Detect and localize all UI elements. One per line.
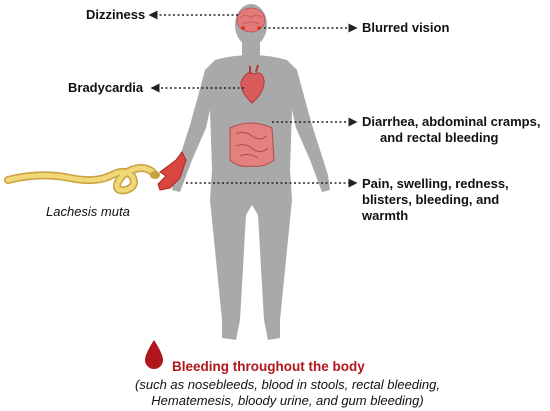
label-gi-line2: and rectal bleeding xyxy=(380,130,499,145)
label-dizziness: Dizziness xyxy=(86,7,146,22)
heart-icon xyxy=(240,64,265,104)
bleeding-detail: (such as nosebleeds, blood in stools, re… xyxy=(110,377,465,409)
snake-species-label: Lachesis muta xyxy=(46,204,130,219)
label-gi-symptoms: Diarrhea, abdominal cramps, and rectal b… xyxy=(362,114,540,146)
brain-icon xyxy=(236,7,266,33)
label-gi-line1: Diarrhea, abdominal cramps, xyxy=(362,114,541,129)
intestines-icon xyxy=(229,122,275,167)
label-blurred-vision: Blurred vision xyxy=(362,20,450,35)
bleeding-title: Bleeding throughout the body xyxy=(172,359,365,374)
symptom-arrows xyxy=(148,10,358,188)
label-bradycardia: Bradycardia xyxy=(68,80,144,95)
bleeding-detail-line2: Hematemesis, bloody urine, and gum bleed… xyxy=(151,393,424,408)
label-local-effects: Pain, swelling, redness, blisters, bleed… xyxy=(362,176,509,224)
blood-drop-icon xyxy=(145,340,163,369)
label-local-line2: blisters, bleeding, and xyxy=(362,192,500,207)
label-local-line1: Pain, swelling, redness, xyxy=(362,176,509,191)
bitten-hand-icon xyxy=(157,151,187,191)
eyes-icon xyxy=(241,26,261,30)
snake-icon xyxy=(4,163,160,195)
human-body-silhouette xyxy=(172,4,330,340)
label-local-line3: warmth xyxy=(362,208,409,223)
bleeding-detail-line1: (such as nosebleeds, blood in stools, re… xyxy=(135,377,440,392)
